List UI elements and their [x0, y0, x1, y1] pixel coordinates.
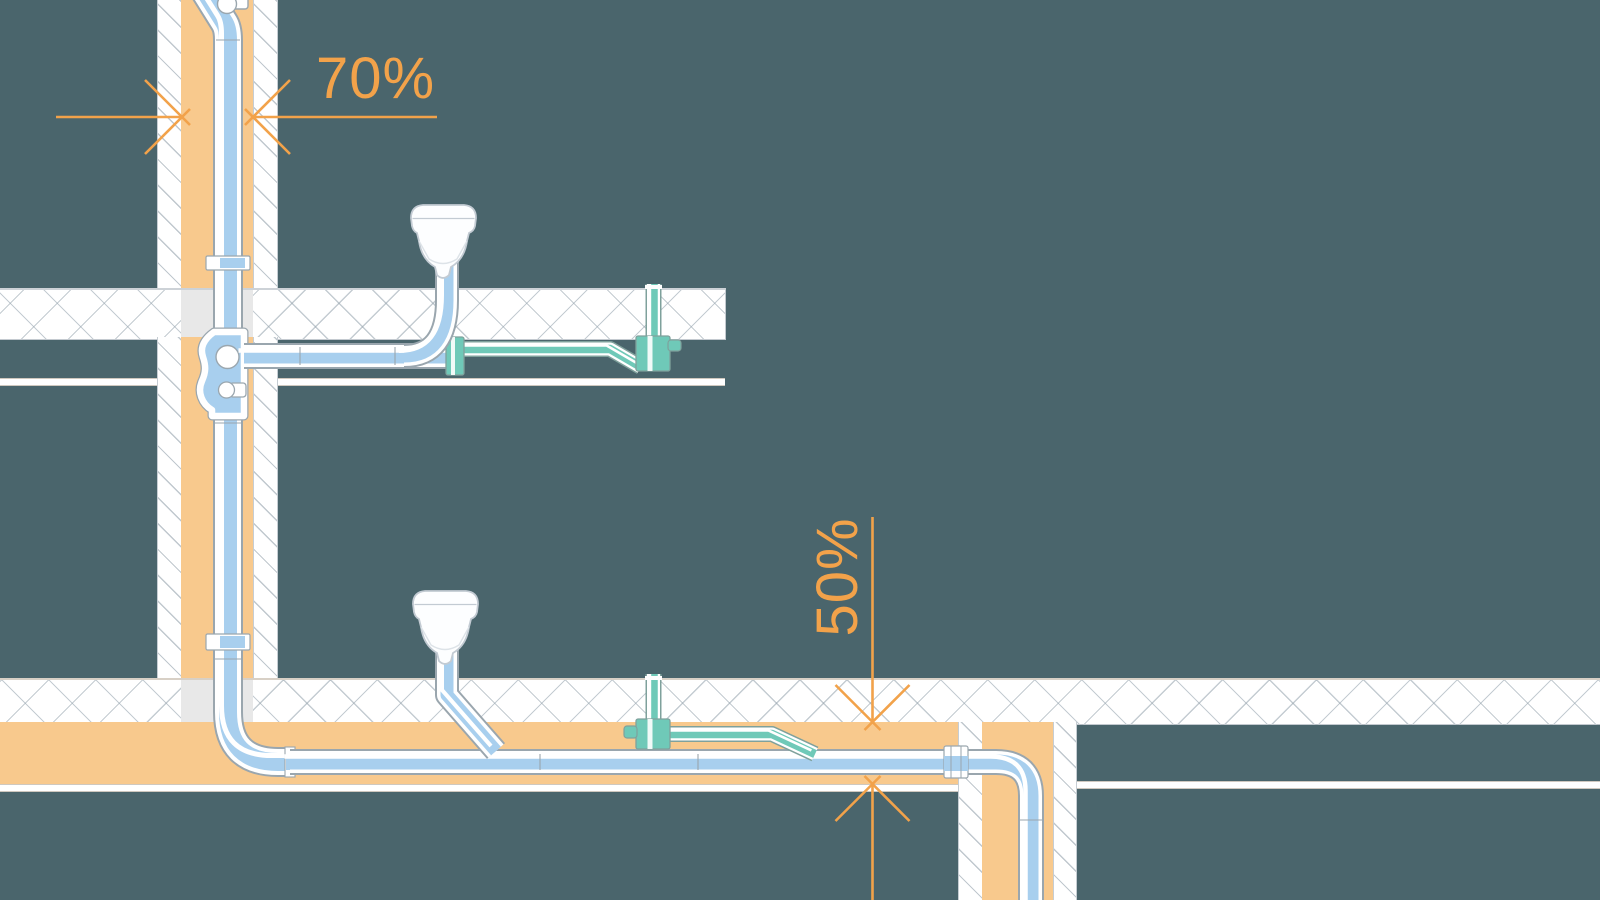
upper-floor-slab — [0, 288, 726, 340]
left-wall-core-mid — [181, 337, 253, 678]
slab-through-wall-upper — [181, 290, 253, 337]
left-wall-outer-leaf-top — [157, 0, 183, 288]
left-wall-inner-leaf-mid — [253, 337, 278, 678]
dimension-label-50: 50% — [805, 517, 870, 637]
lower-ceiling-line-left — [0, 784, 958, 792]
floor-screed-layer — [0, 722, 958, 784]
right-wall-inner-leaf — [1053, 722, 1077, 900]
left-wall-inner-leaf-top — [253, 0, 278, 288]
slab-through-wall-lower — [181, 680, 253, 722]
left-wall-outer-leaf-mid — [157, 337, 183, 678]
lower-ceiling-line-right — [1075, 781, 1600, 789]
left-wall-core-top — [181, 0, 253, 288]
upper-toilet-fixture — [410, 204, 477, 279]
right-wall-outer-leaf — [958, 722, 984, 900]
dimension-label-70: 70% — [316, 46, 436, 111]
upper-ceiling-line-left — [0, 378, 157, 386]
upper-ceiling-line-right — [276, 378, 725, 386]
lower-toilet-fixture — [412, 590, 479, 665]
right-wall-core — [982, 722, 1053, 900]
